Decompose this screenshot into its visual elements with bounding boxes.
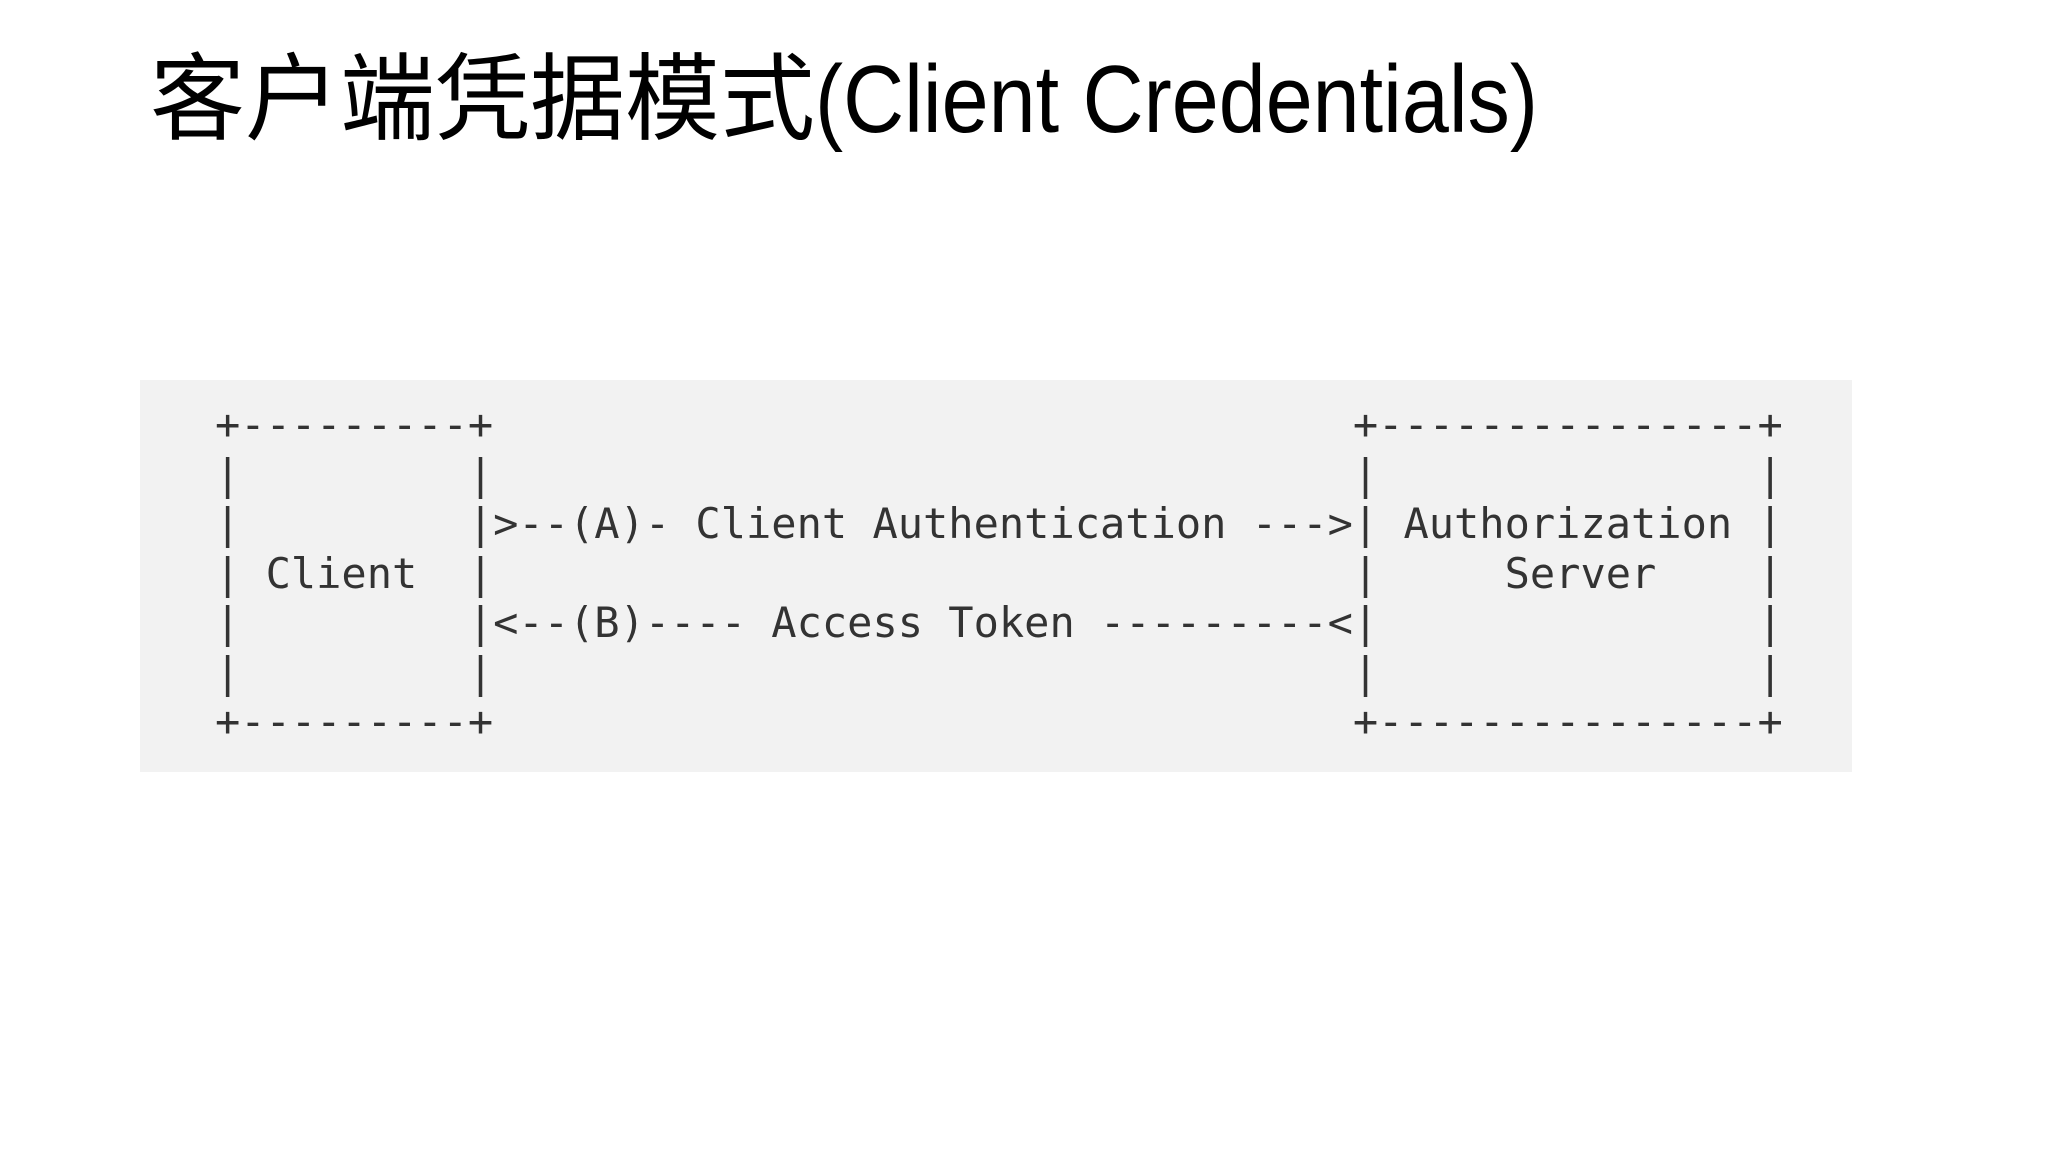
slide-title-english: (Client Credentials) xyxy=(815,46,1539,153)
slide-title-chinese: 客户端凭据模式 xyxy=(150,45,816,155)
diagram-panel: +---------+ +---------------+ | | | | | … xyxy=(140,380,1852,772)
oauth-client-credentials-ascii-diagram: +---------+ +---------------+ | | | | | … xyxy=(215,400,1783,746)
slide-title: 客户端凭据模式(Client Credentials) xyxy=(150,40,1637,160)
